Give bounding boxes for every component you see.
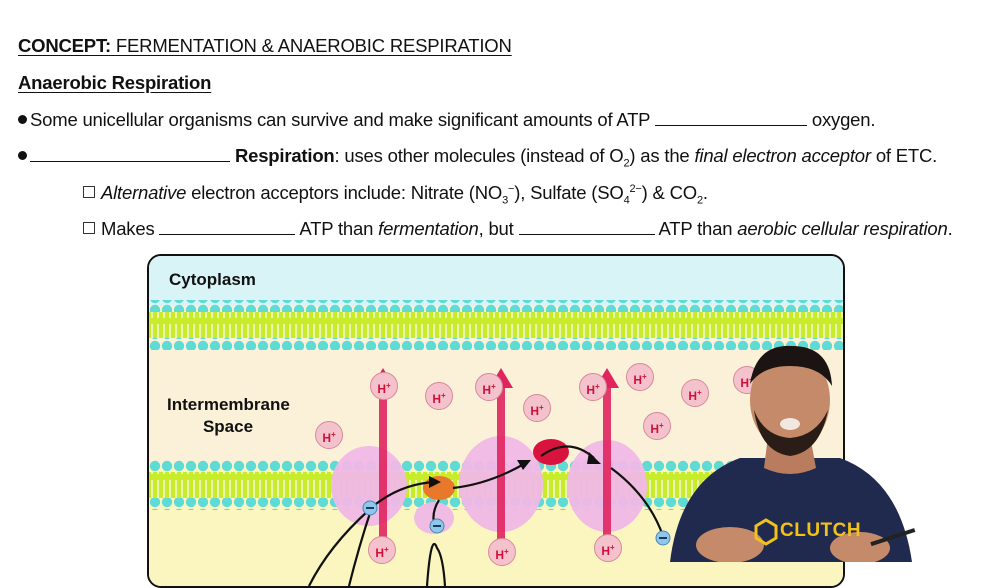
atp-than-text-2: ATP than: [658, 218, 733, 239]
proton-h-plus: H+: [368, 536, 396, 564]
proton-h-plus: H+: [523, 394, 551, 422]
subscript: 2: [696, 194, 703, 207]
fill-in-blank-1[interactable]: [654, 111, 807, 126]
proton-h-plus: H+: [594, 534, 622, 562]
superscript: −: [508, 182, 515, 195]
period: .: [702, 182, 708, 203]
clutch-shirt-logo: CLUTCH: [780, 520, 862, 541]
subbullet-1-text: electron acceptors include: Nitrate (NO: [191, 182, 503, 203]
proton-h-plus: H+: [579, 373, 607, 401]
bullet-1: Some unicellular organisms can survive a…: [18, 109, 876, 131]
concept-heading: CONCEPT: FERMENTATION & ANAEROBIC RESPIR…: [18, 35, 512, 57]
respiration-term: Respiration: [234, 145, 335, 166]
proton-h-plus: H+: [681, 379, 709, 407]
subbullet-1-mid: ), Sulfate (SO: [514, 182, 624, 203]
aerobic-respiration-term: aerobic cellular respiration: [737, 218, 948, 239]
checkbox-square-icon: [83, 222, 95, 234]
intermembrane-label-line2: Space: [202, 417, 254, 436]
fill-in-blank-2[interactable]: [30, 147, 230, 162]
bullet-2-text-c: of ETC.: [875, 145, 938, 166]
cytoplasm-label: Cytoplasm: [169, 270, 256, 289]
subbullet-1: Alternative electron acceptors include: …: [83, 182, 708, 207]
section-title: Anaerobic Respiration: [18, 72, 211, 94]
presenter-figure: [670, 345, 916, 564]
checkbox-square-icon: [83, 186, 95, 198]
final-electron-acceptor: final electron acceptor: [694, 145, 871, 166]
bullet-1-end: oxygen.: [811, 109, 876, 130]
proton-h-plus: H+: [315, 421, 343, 449]
bullet-2-text-a: : uses other molecules (instead of O: [334, 145, 624, 166]
subscript: 2: [623, 157, 630, 170]
intermembrane-label: Intermembrane Space: [167, 394, 290, 438]
makes-text: Makes: [101, 218, 155, 239]
subbullet-1-end: ) & CO: [641, 182, 698, 203]
bullet-2-text-b: ) as the: [629, 145, 690, 166]
proton-h-plus: H+: [643, 412, 671, 440]
bullet-2: Respiration: uses other molecules (inste…: [18, 145, 937, 170]
atp-than-text: ATP than: [299, 218, 374, 239]
proton-h-plus: H+: [626, 363, 654, 391]
alternative-term: Alternative: [101, 182, 187, 203]
fill-in-blank-3[interactable]: [159, 220, 296, 235]
but-text: , but: [478, 218, 514, 239]
subscript: 4: [623, 194, 630, 207]
proton-h-plus: H+: [370, 372, 398, 400]
presenter-video: CLUTCH: [660, 340, 920, 564]
subbullet-2: Makes ATP than fermentation, but ATP tha…: [83, 218, 953, 240]
proton-h-plus: H+: [425, 382, 453, 410]
fill-in-blank-4[interactable]: [518, 220, 655, 235]
bullet-dot-icon: [18, 115, 27, 124]
fermentation-term: fermentation: [378, 218, 479, 239]
concept-title: FERMENTATION & ANAEROBIC RESPIRATION: [115, 35, 512, 56]
superscript: 2−: [629, 182, 642, 195]
concept-label: CONCEPT:: [18, 35, 111, 56]
intermembrane-label-line1: Intermembrane: [167, 395, 290, 414]
proton-h-plus: H+: [475, 373, 503, 401]
period: .: [947, 218, 953, 239]
bullet-1-text: Some unicellular organisms can survive a…: [30, 109, 650, 130]
subscript: 3: [502, 194, 509, 207]
bullet-dot-icon: [18, 151, 27, 160]
section-title-text: Anaerobic Respiration: [18, 72, 212, 93]
